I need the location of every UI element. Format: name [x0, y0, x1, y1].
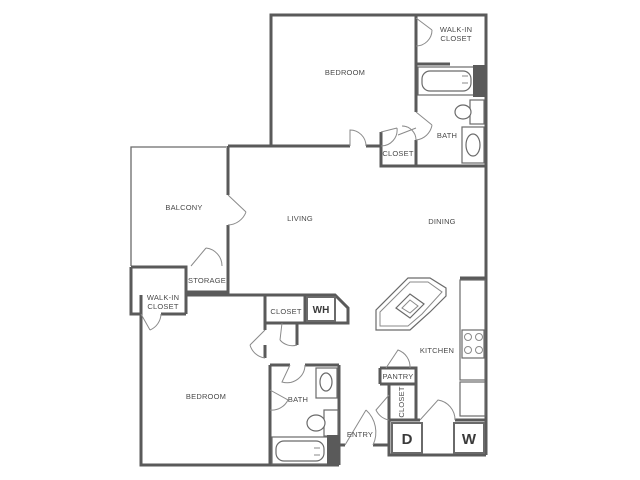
water-heater-label: WH: [313, 305, 330, 316]
closet-lower-label: CLOSET: [270, 307, 301, 316]
balcony-label: BALCONY: [165, 203, 202, 212]
entry-label: ENTRY: [347, 430, 373, 439]
dining-label: DINING: [428, 217, 455, 226]
bath-upper-label: BATH: [437, 131, 457, 140]
walk-in-closet-lower-label-1: WALK-IN: [147, 293, 179, 302]
closet-upper-label: CLOSET: [382, 149, 413, 158]
dryer-label: D: [402, 431, 413, 448]
washer-label: W: [462, 431, 477, 448]
fixtures: [271, 65, 486, 465]
bedroom-lower-label: BEDROOM: [186, 392, 226, 401]
kitchen-label: KITCHEN: [420, 346, 454, 355]
bedroom-upper-label: BEDROOM: [325, 68, 365, 77]
walk-in-closet-upper-label-2: CLOSET: [440, 34, 471, 43]
bath-lower-label: BATH: [288, 395, 308, 404]
storage-label: STORAGE: [188, 276, 226, 285]
room-labels: BEDROOM WALK-IN CLOSET BATH CLOSET BALCO…: [147, 25, 477, 448]
living-label: LIVING: [287, 214, 313, 223]
walk-in-closet-upper-label-1: WALK-IN: [440, 25, 472, 34]
walls: [129, 13, 488, 467]
closet-entry-label: CLOSET: [397, 386, 406, 417]
walk-in-closet-lower-label-2: CLOSET: [147, 302, 178, 311]
pantry-label: PANTRY: [383, 372, 414, 381]
doors: [140, 17, 456, 446]
